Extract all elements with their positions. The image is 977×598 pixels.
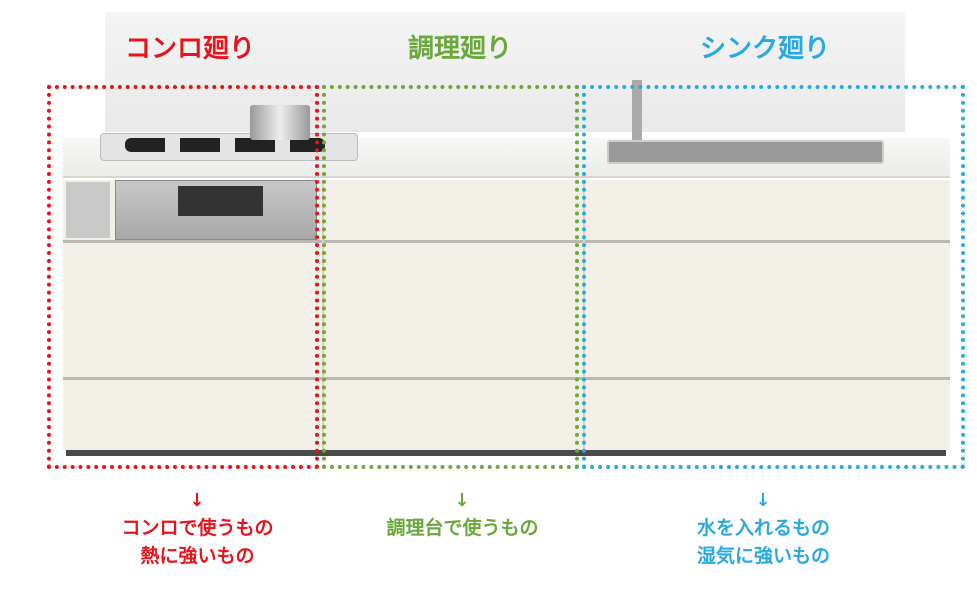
sink-zone-box [582, 85, 965, 469]
drawer-rail [63, 240, 950, 243]
note-line: 水を入れるもの [696, 517, 830, 539]
prep-zone-notes: 調理台で使うもの [335, 514, 590, 542]
burners [125, 138, 325, 152]
pot-icon [250, 105, 310, 140]
faucet-icon [632, 80, 642, 146]
prep-zone-box [322, 85, 579, 469]
note-line: 湿気に強いもの [696, 545, 830, 567]
stove-zone-notes: コンロで使うもの 熱に強いもの [70, 514, 325, 570]
sink [607, 140, 884, 164]
drawer-middle [63, 243, 950, 377]
down-arrow-icon: ↓ [755, 490, 771, 511]
note-line: コンロで使うもの [121, 517, 274, 539]
drawer-rail [63, 377, 950, 380]
down-arrow-icon: ↓ [454, 490, 470, 511]
drawer-bottom [63, 380, 950, 450]
note-line: 調理台で使うもの [386, 517, 539, 539]
stove-zone-title: コンロ廻り [124, 34, 255, 64]
sink-zone-notes: 水を入れるもの 湿気に強いもの [636, 514, 891, 570]
prep-zone-title: 調理廻り [407, 34, 512, 64]
backsplash [105, 12, 905, 132]
grill-window [178, 186, 263, 216]
sink-zone-title: シンク廻り [699, 34, 830, 64]
plinth [66, 450, 946, 456]
down-arrow-icon: ↓ [189, 490, 205, 511]
note-line: 熱に強いもの [140, 545, 255, 567]
side-panel [66, 182, 110, 238]
stove-zone-box [47, 85, 319, 469]
